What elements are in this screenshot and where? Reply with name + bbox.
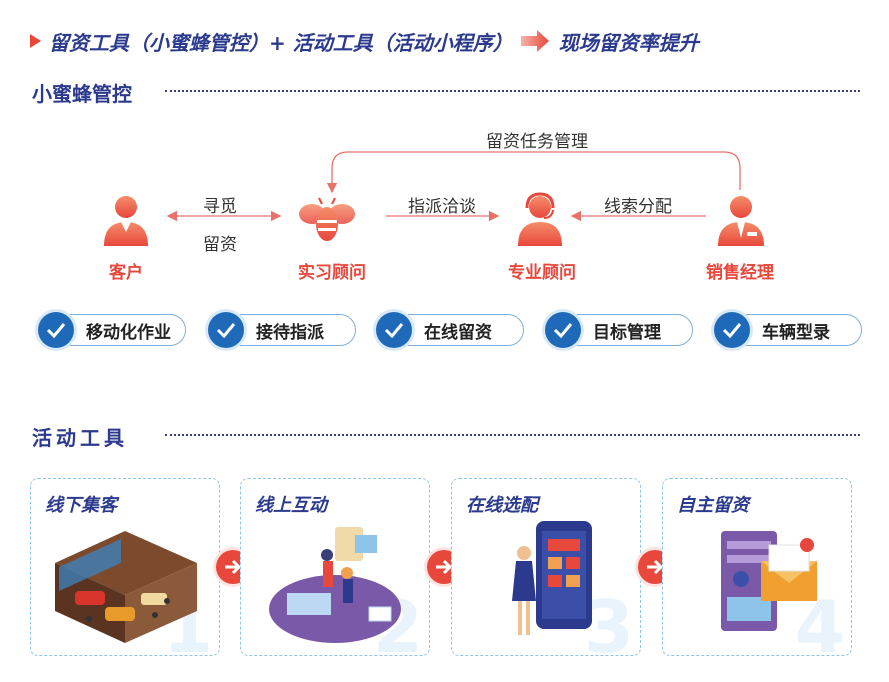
bee-icon <box>299 197 355 241</box>
step-card-config: 在线选配 3 <box>451 478 641 656</box>
feature-label: 移动化作业 <box>86 322 171 343</box>
check-icon <box>38 312 74 348</box>
edge-label-task: 留资任务管理 <box>486 132 588 152</box>
step-number: 3 <box>583 585 634 656</box>
headline-part1: 留资工具（小蜜蜂管控）+ 活动工具（活动小程序） <box>49 30 513 55</box>
headline-part2: 现场留资率提升 <box>558 30 699 55</box>
check-icon <box>376 312 412 348</box>
feature-label: 车辆型录 <box>762 322 830 343</box>
step-title: 线下集客 <box>45 495 117 516</box>
feature-reception: 接待指派 <box>208 312 356 348</box>
headline: 留资工具（小蜜蜂管控）+ 活动工具（活动小程序） 现场留资率提升 <box>30 26 699 56</box>
flow-connectors <box>166 151 741 222</box>
gradient-arrow-icon <box>520 30 549 52</box>
feature-label: 目标管理 <box>593 322 661 343</box>
node-label-manager: 销售经理 <box>706 263 774 283</box>
feature-label: 接待指派 <box>256 322 324 343</box>
showroom-illustration <box>55 531 197 643</box>
step-card-online: 线上互动 2 <box>240 478 430 656</box>
online-interaction-illustration <box>269 527 401 643</box>
check-icon <box>714 312 750 348</box>
step-card-offline: 线下集客 1 <box>30 478 220 656</box>
section-title-activity: 活动工具 <box>32 426 128 450</box>
task-management-arrow <box>326 151 741 194</box>
section-divider <box>165 90 860 92</box>
node-label-intern: 实习顾问 <box>298 263 366 283</box>
section-title-bee: 小蜜蜂管控 <box>32 82 132 106</box>
customer-person-icon <box>104 196 148 246</box>
step-title: 在线选配 <box>466 495 538 516</box>
feature-mobile: 移动化作业 <box>38 312 186 348</box>
edge-label-lead: 留资 <box>203 235 237 255</box>
manager-person-icon <box>718 196 764 246</box>
check-icon <box>545 312 581 348</box>
step-title: 线上互动 <box>255 495 327 516</box>
feature-online-lead: 在线留资 <box>376 312 524 348</box>
edge-label-distribute: 线索分配 <box>604 197 672 217</box>
check-icon <box>208 312 244 348</box>
step-title: 自主留资 <box>677 495 749 516</box>
feature-catalog: 车辆型录 <box>714 312 862 348</box>
edge-label-seek: 寻觅 <box>203 197 237 217</box>
step-card-self-register: 自主留资 4 <box>662 478 852 656</box>
feature-target: 目标管理 <box>545 312 693 348</box>
headset-person-icon <box>518 192 562 246</box>
section-divider <box>165 434 860 436</box>
feature-label: 在线留资 <box>424 322 492 343</box>
edge-label-assign: 指派洽谈 <box>408 197 476 217</box>
node-label-pro: 专业顾问 <box>508 263 576 283</box>
phone-config-illustration <box>512 521 592 635</box>
node-label-customer: 客户 <box>109 263 143 283</box>
triangle-bullet-icon <box>30 34 41 48</box>
self-register-illustration <box>721 531 817 631</box>
